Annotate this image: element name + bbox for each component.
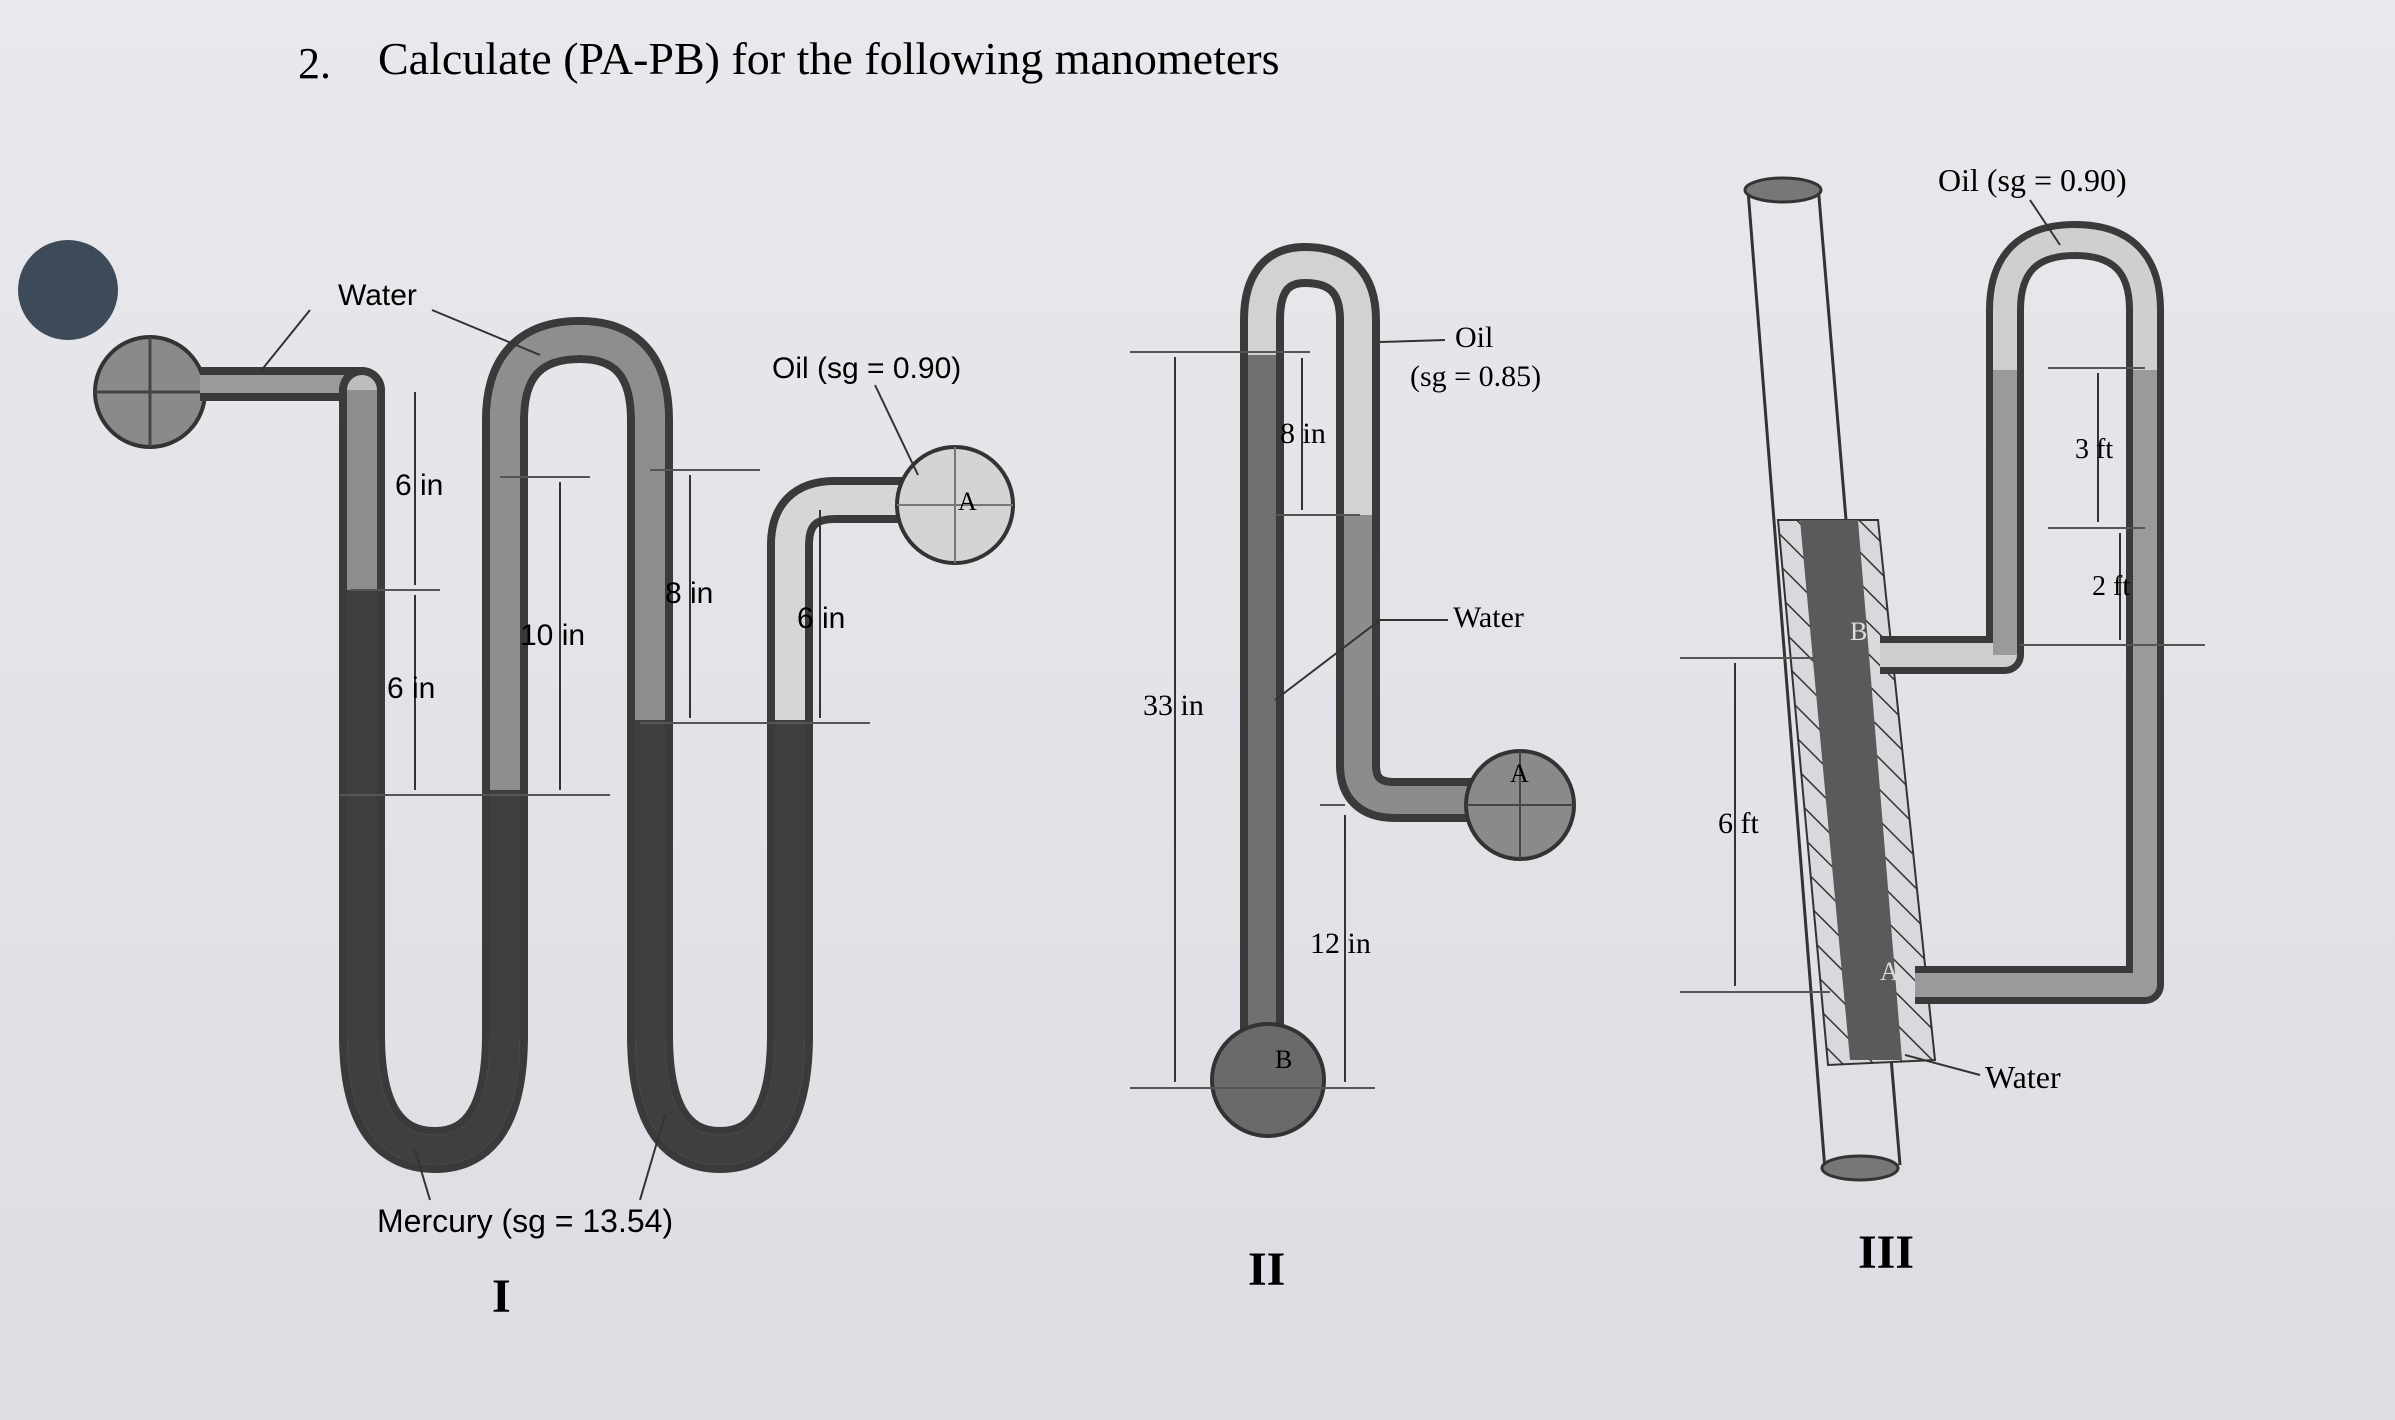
- question-number: 2.: [298, 39, 331, 88]
- manometer-I: A Water 6 in 6 in 10 in 8 in 6 in Oil (s…: [93, 279, 1015, 1323]
- point-B-label-III: B: [1850, 617, 1867, 646]
- dim-8in-I: 8 in: [665, 577, 713, 610]
- dim-10in: 10 in: [520, 619, 585, 652]
- vertical-pipe: [1746, 189, 1827, 1171]
- dim-6ft: 6 ft: [1718, 807, 1759, 840]
- dim-3ft: 3 ft: [2075, 434, 2113, 465]
- dim-8in-II: 8 in: [1280, 417, 1326, 450]
- point-A-label-I: A: [958, 487, 977, 516]
- roman-II: II: [1248, 1243, 1285, 1296]
- oil-label-III: Oil (sg = 0.90): [1938, 162, 2127, 198]
- oil-label-I: Oil (sg = 0.90): [772, 352, 961, 385]
- water-label-II: Water: [1453, 601, 1524, 634]
- manometer-II: B A 33 in 8 in 12 in Oil (sg = 0.85) Wat…: [1130, 243, 1576, 1296]
- point-A-label-II: A: [1510, 759, 1529, 788]
- mercury-left-U: [347, 590, 520, 1166]
- manometer-III: B A 6 ft 3 ft 2 ft Oil (sg = 0.90) Water…: [1680, 162, 2205, 1279]
- dim-6in-right: 6 in: [797, 602, 845, 635]
- pipe-B-circle-II: [1210, 1022, 1326, 1138]
- roman-III: III: [1858, 1226, 1914, 1279]
- dim-33in: 33 in: [1143, 689, 1204, 722]
- point-B-label-II: B: [1275, 1045, 1292, 1074]
- dim-6in-top: 6 in: [395, 469, 443, 502]
- mercury-label: Mercury (sg = 13.54): [377, 1203, 673, 1239]
- water-label-III: Water: [1985, 1059, 2061, 1095]
- point-A-label-III: A: [1880, 957, 1899, 986]
- dim-6in-bottom: 6 in: [387, 672, 435, 705]
- question-title: Calculate (PA-PB) for the following mano…: [378, 33, 1280, 84]
- punch-hole-dot: [18, 240, 118, 340]
- dim-2ft: 2 ft: [2092, 571, 2130, 602]
- serpentine-tube: [339, 317, 928, 1173]
- roman-I: I: [492, 1270, 511, 1323]
- water-label-I: Water: [338, 279, 417, 312]
- oil-sg-II: (sg = 0.85): [1410, 360, 1541, 393]
- dim-12in: 12 in: [1310, 927, 1371, 960]
- oil-label-II: Oil: [1455, 321, 1493, 354]
- mercury-right-U: [635, 720, 805, 1166]
